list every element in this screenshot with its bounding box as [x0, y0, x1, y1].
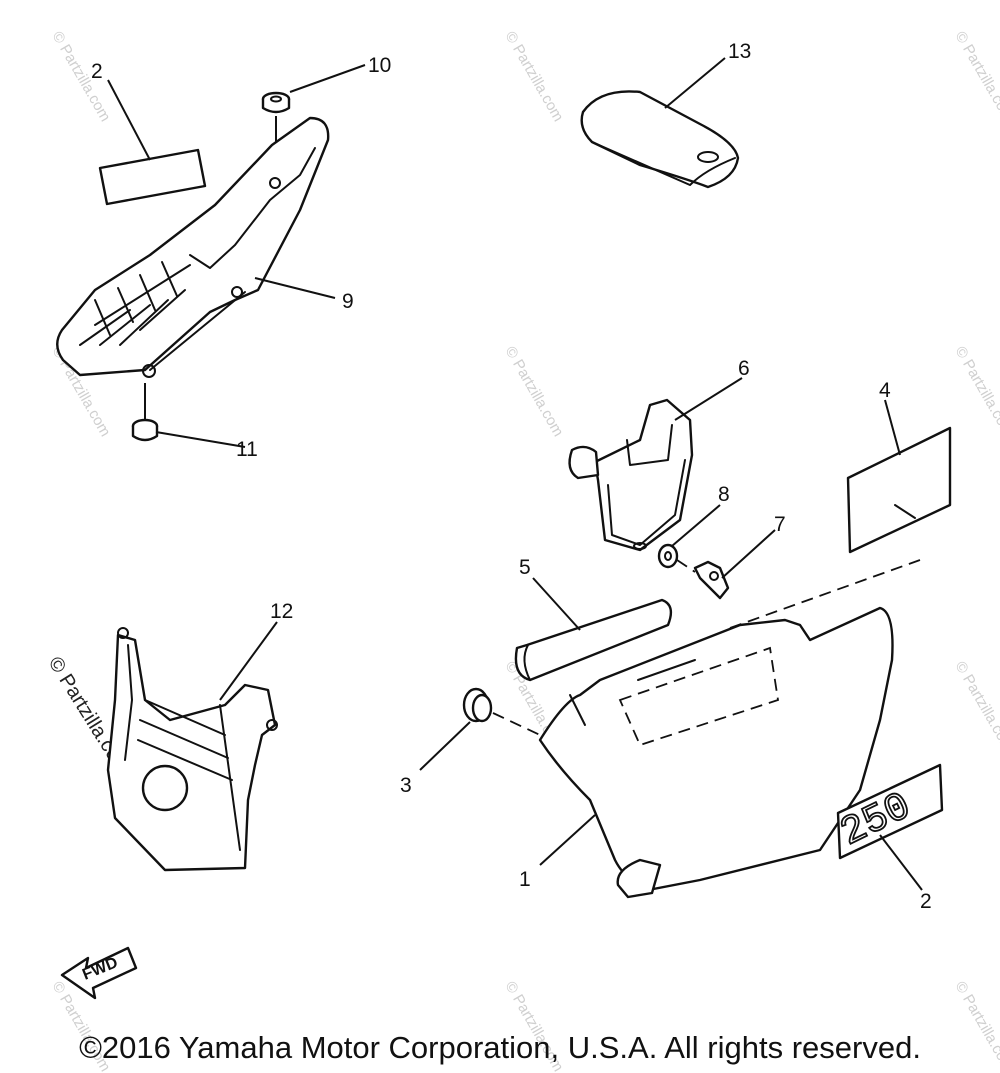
callout-10: 10 [368, 54, 391, 77]
callout-1: 1 [519, 868, 531, 891]
callout-3: 3 [400, 774, 412, 797]
callout-4: 4 [879, 379, 891, 402]
watermark: © Partzilla.com [502, 344, 567, 440]
part-cushion-pad[interactable] [580, 90, 740, 189]
callout-numbers: 2 10 13 9 11 6 4 8 7 5 12 3 1 2 [91, 40, 932, 913]
callout-2b: 2 [920, 890, 932, 913]
callout-12: 12 [270, 600, 293, 623]
callout-9: 9 [342, 290, 354, 313]
part-bracket[interactable] [568, 398, 694, 552]
callout-5: 5 [519, 556, 531, 579]
part-label-sticker[interactable] [98, 148, 207, 206]
part-chain-guard[interactable] [106, 627, 278, 872]
part-square-sticker[interactable] [846, 426, 952, 554]
callout-8: 8 [718, 483, 730, 506]
part-long-pad[interactable] [514, 598, 673, 682]
part-side-cover[interactable] [538, 559, 921, 899]
part-bolt[interactable] [676, 559, 730, 600]
watermark: © Partzilla.com [952, 29, 1000, 125]
part-grommet-lower[interactable] [131, 383, 159, 442]
copyright-notice: ©2016 Yamaha Motor Corporation, U.S.A. A… [79, 1030, 921, 1065]
callout-6: 6 [738, 357, 750, 380]
part-damper[interactable] [462, 687, 541, 736]
watermark: © Partzilla.com [49, 29, 114, 125]
watermark: © Partzilla.com [502, 29, 567, 125]
fwd-arrow-icon: FWD [60, 946, 138, 1000]
callout-7: 7 [774, 513, 786, 536]
part-grommet-upper[interactable] [261, 91, 291, 185]
callout-11: 11 [236, 438, 258, 461]
watermark: © Partzilla.com [952, 344, 1000, 440]
part-washer[interactable] [657, 543, 679, 569]
callout-leaders [107, 57, 923, 891]
callout-13: 13 [728, 40, 751, 63]
watermark: © Partzilla.com [952, 659, 1000, 755]
part-left-cover[interactable] [56, 116, 330, 378]
callout-2: 2 [91, 60, 103, 83]
